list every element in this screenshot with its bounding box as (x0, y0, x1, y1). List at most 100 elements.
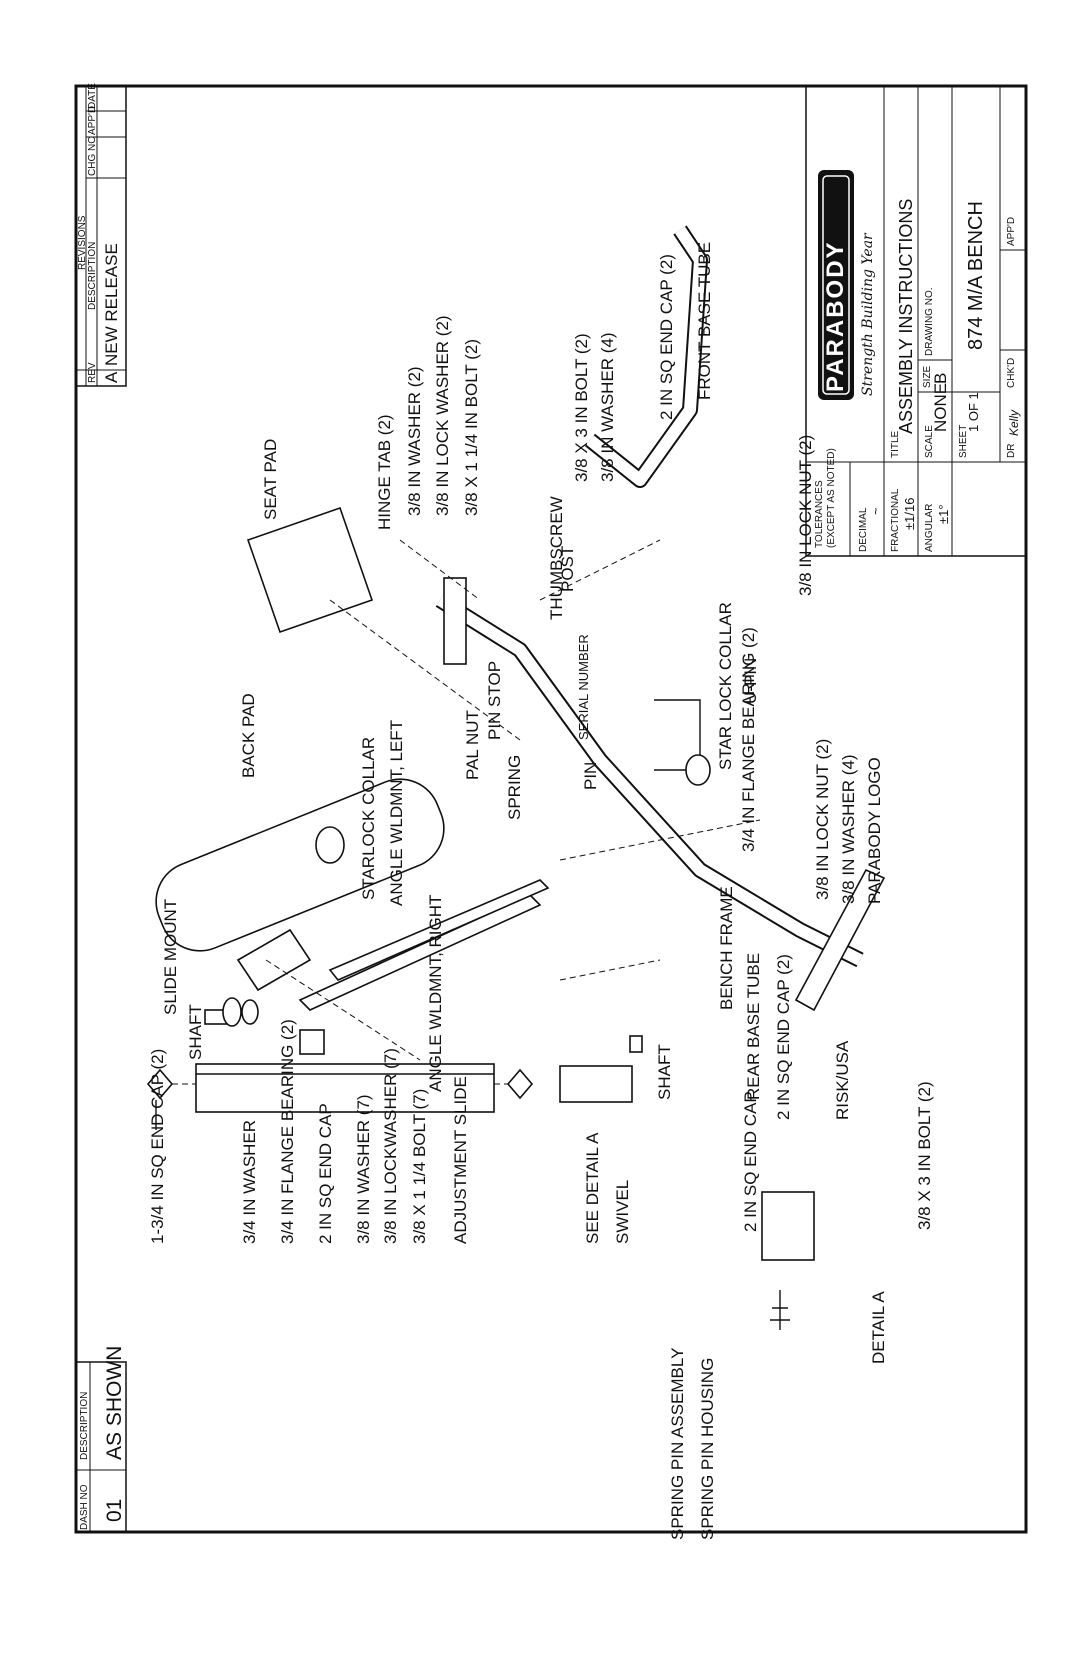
label-flange-bearing-34-2: 3/4 IN FLANGE BEARING (2) (739, 627, 758, 852)
label-shaft-top: SHAFT (186, 1004, 205, 1060)
dash-description-header: DESCRIPTION (79, 1392, 90, 1460)
dash-no-header: DASH NO (79, 1484, 90, 1530)
label-sq-end-cap-2: 2 IN SQ END CAP (316, 1103, 335, 1244)
angle-wldmnt-right-part (298, 894, 542, 1011)
label-pal-nut: PAL NUT (463, 710, 482, 780)
label-washer-34: 3/4 IN WASHER (240, 1120, 259, 1244)
label-parabody-logo: PARABODY LOGO (865, 757, 884, 904)
chkd-label: CHK'D (1006, 358, 1017, 388)
title-block: TOLERANCES (EXCEPT AS NOTED) DECIMAL ~ F… (805, 85, 1027, 557)
chg-no-header: CHG NO (87, 136, 98, 176)
label-spring: SPRING (505, 755, 524, 820)
date-header: DATE (87, 83, 98, 109)
sq-end-cap-part (299, 1029, 325, 1055)
scale-value: NONE (931, 383, 950, 432)
sheet-value: 1 OF 1 (966, 392, 981, 432)
dr-label: DR (1006, 444, 1017, 458)
spring-pin-housing-part (761, 1191, 815, 1261)
decimal-label: DECIMAL (858, 507, 869, 552)
fractional-value: ±1/16 (902, 498, 917, 530)
label-washer-38-7: 3/8 IN WASHER (7) (354, 1094, 373, 1244)
seat-pad-part (246, 506, 374, 634)
label-post: POST (558, 546, 577, 592)
label-u-pin: U-PIN (741, 658, 760, 704)
appd-label: APP'D (1006, 217, 1017, 246)
label-angle-wldmnt-left: ANGLE WLDMNT, LEFT (387, 720, 406, 906)
post-part (443, 577, 467, 665)
label-washer-38-4-top: 3/8 IN WASHER (4) (598, 332, 617, 482)
label-spring-pin-assembly: SPRING PIN ASSEMBLY (668, 1348, 687, 1540)
drawing-no-value: 874 M/A BENCH (965, 201, 987, 350)
label-bolt-38-114-2: 3/8 X 1 1/4 IN BOLT (2) (462, 339, 481, 516)
label-slide-mount: SLIDE MOUNT (161, 899, 180, 1015)
parts-artwork (146, 225, 886, 1330)
label-rear-base-tube: REAR BASE TUBE (744, 953, 763, 1100)
label-sq-end-cap-2-top: 2 IN SQ END CAP (2) (657, 254, 676, 420)
rev-description-value: NEW RELEASE (102, 243, 121, 366)
size-label: SIZE (922, 365, 933, 388)
label-lock-nut-38-2-mid: 3/8 IN LOCK NUT (2) (813, 739, 832, 900)
tolerances-note: (EXCEPT AS NOTED) (826, 448, 837, 548)
tolerances-label: TOLERANCES (814, 480, 825, 548)
label-lock-nut-38-2-right: 3/8 IN LOCK NUT (2) (796, 435, 815, 596)
rear-base-tube-part (794, 868, 886, 1012)
u-pin-part (654, 699, 701, 771)
dr-signature: Kelly (1007, 409, 1021, 436)
label-bolt-38-3-bottom: 3/8 X 3 IN BOLT (2) (915, 1081, 934, 1230)
spring-pin-part (770, 1290, 790, 1330)
swivel-part (559, 1065, 633, 1103)
callouts: 1-3/4 IN SQ END CAP (2) 3/4 IN WASHER 3/… (148, 242, 934, 1540)
label-detail-a: DETAIL A (869, 1291, 888, 1364)
label-starlock-collar: STARLOCK COLLAR (359, 737, 378, 900)
title-value: ASSEMBLY INSTRUCTIONS (896, 199, 916, 434)
label-star-lock-collar: STAR LOCK COLLAR (716, 602, 735, 770)
label-bolt-38-114-7: 3/8 X 1 1/4 BOLT (7) (410, 1089, 429, 1244)
angle-wldmnt-left-part (328, 879, 550, 981)
dash-description-value: AS SHOWN (103, 1346, 126, 1460)
brand-wordmark: PARABODY (822, 240, 849, 392)
flange-bearing-part (241, 999, 259, 1025)
title-label: TITLE (890, 430, 901, 458)
label-flange-bearing-34: 3/4 IN FLANGE BEARING (2) (278, 1019, 297, 1244)
appd-header: APP'D (87, 106, 98, 135)
label-bolt-38-3-top: 3/8 X 3 IN BOLT (2) (572, 333, 591, 482)
label-shaft-bottom: SHAFT (655, 1044, 674, 1100)
dash-table: DASH NO DESCRIPTION 01 AS SHOWN (75, 1346, 127, 1533)
label-lockwasher-38-7: 3/8 IN LOCKWASHER (7) (381, 1048, 400, 1244)
label-hinge-tab: HINGE TAB (2) (375, 414, 394, 530)
parabody-logo: PARABODY Strength Building Year (818, 170, 876, 400)
back-pad-part (155, 778, 445, 952)
slide-mount-part (236, 928, 312, 992)
label-pin: PIN (581, 762, 600, 790)
starlock-collar-part (315, 826, 345, 864)
label-thumbscrew: THUMBSCREW (547, 496, 566, 620)
fractional-label: FRACTIONAL (890, 488, 901, 552)
rev-value: A (102, 371, 121, 383)
label-swivel: SWIVEL (613, 1180, 632, 1244)
rev-header: REV (87, 362, 98, 383)
label-washer-38-2: 3/8 IN WASHER (2) (405, 366, 424, 516)
angular-label: ANGULAR (924, 504, 935, 552)
decimal-value: ~ (868, 507, 883, 515)
label-detail-a-end-cap: 2 IN SQ END CAP (741, 1091, 760, 1232)
label-see-detail-a: SEE DETAIL A (583, 1132, 602, 1244)
label-risk-usa: RISK/USA (833, 1040, 852, 1120)
angular-value: ±1° (936, 504, 951, 524)
rev-description-header: DESCRIPTION (87, 242, 98, 310)
revisions-title: REVISIONS (77, 215, 88, 270)
washer-34-part (222, 997, 242, 1027)
size-value: B (931, 373, 950, 384)
label-serial-number: SERIAL NUMBER (576, 634, 591, 740)
label-washer-38-4-mid: 3/8 IN WASHER (4) (839, 754, 858, 904)
label-spring-pin-housing: SPRING PIN HOUSING (698, 1358, 717, 1540)
adjustment-slide-part (195, 1063, 495, 1113)
brand-tagline: Strength Building Year (860, 232, 876, 396)
drawing-no-label: DRAWING NO. (924, 287, 935, 356)
dash-no-value: 01 (103, 1499, 126, 1522)
drawing-border (74, 84, 1028, 1534)
shaft-part-bottom (629, 1035, 643, 1053)
label-pin-stop: PIN STOP (485, 661, 504, 740)
label-seat-pad: SEAT PAD (261, 439, 280, 520)
